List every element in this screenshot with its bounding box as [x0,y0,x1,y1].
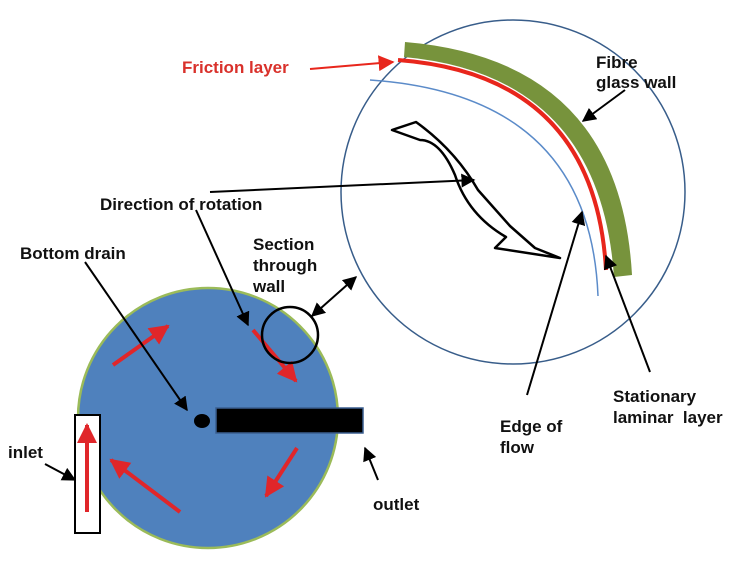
stationary-laminar-layer-label: Stationary laminar layer [613,387,723,427]
section-marker-circle [260,305,320,365]
section-through-wall-pointer [310,276,358,317]
stationary-laminar-layer-pointer [603,254,651,373]
direction-of-rotation-pointer-1 [209,173,476,193]
bottom-drain-label: Bottom drain [20,244,126,263]
inlet-label: inlet [8,443,43,462]
flow-edge-line [369,79,599,297]
outlet-pointer [363,446,379,481]
rotation-arrow [264,446,299,498]
friction-layer-pointer [309,55,395,72]
fibre-glass-wall-label: Fibre glass wall [596,53,676,92]
outlet-bar [215,407,364,434]
fibre-glass-wall-pointer [581,89,626,122]
section-through-wall-label-line: Section [253,235,314,254]
fibre-glass-wall-label-line: glass wall [596,73,676,92]
edge-of-flow-label-line: flow [500,438,535,457]
edge-of-flow-label: Edge of flow [500,417,567,457]
stationary-laminar-layer-label-line: laminar layer [613,408,723,427]
section-through-wall-label-line: through [253,256,317,275]
outlet-label: outlet [373,495,420,514]
friction-layer-line [397,58,608,271]
rotation-arrow [109,458,182,514]
bottom-drain-hole [194,414,210,428]
direction-of-rotation-pointer-2 [195,209,250,327]
fibre-glass-wall [404,42,632,277]
inlet-pointer [44,463,77,481]
bottom-drain-pointer [84,261,188,412]
rotation-arrow [111,324,170,367]
direction-of-rotation-label: Direction of rotation [100,195,262,214]
friction-layer-label: Friction layer [182,58,289,77]
stationary-laminar-layer-label-line: Stationary [613,387,697,406]
magnified-section-circle [340,19,686,365]
section-through-wall-label-line: wall [252,277,285,296]
rotation-arrow [251,328,298,383]
rotation-curved-arrow [390,120,562,260]
edge-of-flow-pointer [526,210,586,396]
section-through-wall-label: Section through wall [252,235,322,296]
edge-of-flow-label-line: Edge of [500,417,563,436]
fibre-glass-wall-label-line: Fibre [596,53,638,72]
